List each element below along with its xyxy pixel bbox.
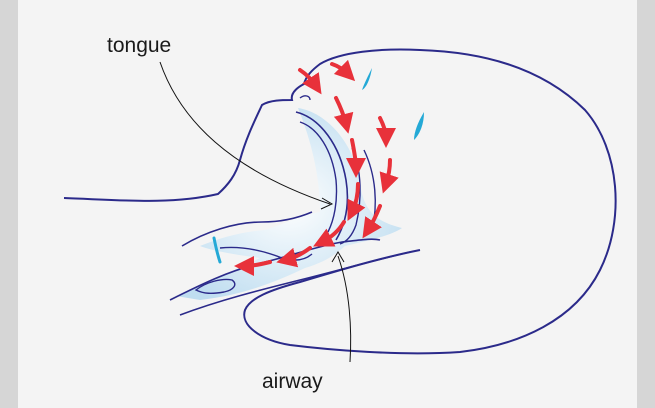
airflow-arrow: [336, 98, 346, 124]
airway-label: airway: [262, 370, 323, 394]
airflow-arrow: [386, 160, 390, 184]
airway-leader-line: [338, 256, 351, 362]
sweat-drop-icon: [414, 112, 424, 140]
airflow-arrow: [300, 70, 316, 86]
nostril: [300, 96, 310, 100]
tongue-label: tongue: [107, 34, 171, 58]
sweat-drop-icon: [362, 68, 372, 90]
airflow-arrow: [380, 118, 386, 138]
airflow-arrow: [332, 64, 348, 74]
